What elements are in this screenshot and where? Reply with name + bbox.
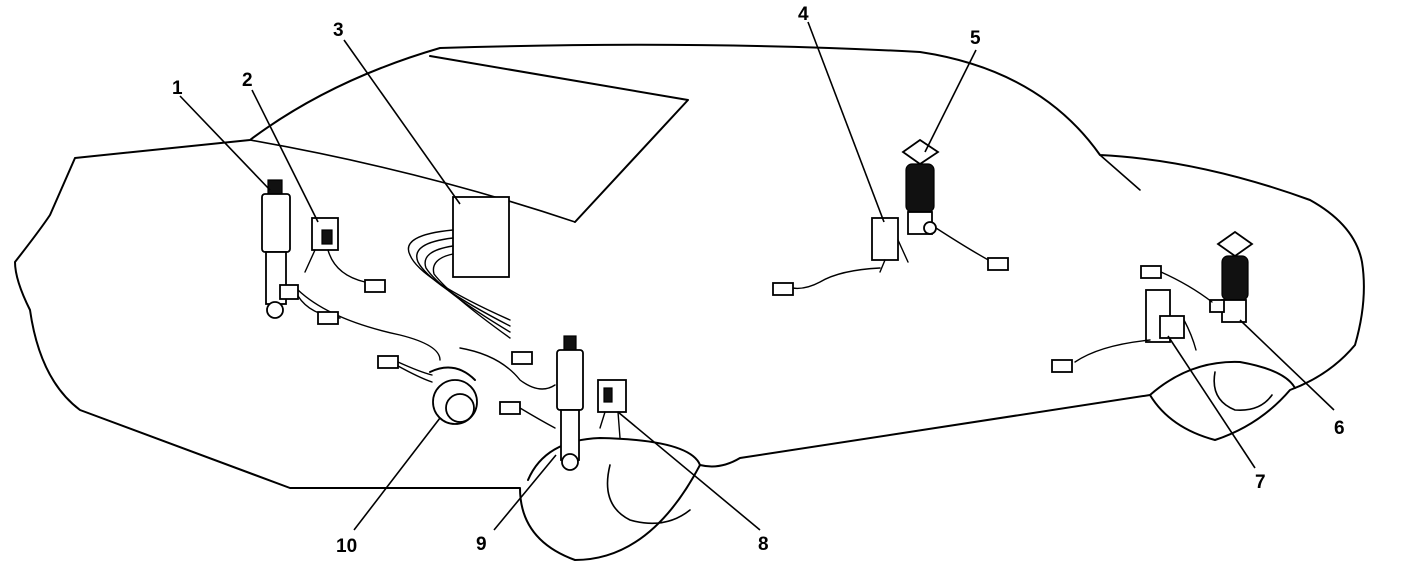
callout-8: 8	[758, 534, 769, 555]
leader-lines	[179, 21, 1335, 531]
connector-10a	[377, 355, 399, 369]
vehicle-body-outline	[14, 43, 1365, 561]
air-compressor	[377, 355, 478, 425]
front-height-sensor	[304, 217, 386, 293]
strut-9-top-mount	[563, 335, 577, 351]
spring-6-fitting	[1209, 299, 1225, 313]
front-harness	[297, 289, 556, 390]
callout-labels: 1 2 3 4 5 6 7 8 9 10	[172, 4, 1345, 557]
rear-deck-line	[1099, 154, 1141, 191]
strut-1-mount-eye	[266, 301, 284, 319]
connector-5a	[987, 257, 1009, 271]
spring-5-bellows	[905, 163, 935, 213]
connector-9b	[499, 401, 521, 415]
callout-6: 6	[1334, 418, 1345, 439]
callout-9: 9	[476, 534, 487, 555]
front-right-height-sensor	[597, 379, 627, 439]
front-wheel-arch	[527, 437, 701, 481]
leader-7	[1167, 335, 1256, 469]
rear-right-height-sensor	[1051, 289, 1197, 373]
leader-2	[251, 89, 319, 223]
front-right-air-strut	[499, 335, 584, 471]
strut-9-lower-body	[560, 409, 580, 461]
front-left-air-strut	[261, 179, 299, 319]
connector-9a	[511, 351, 533, 365]
strut-1-upper-body	[261, 193, 291, 253]
spring-6-top-plate	[1216, 230, 1254, 258]
spring-6-bellows	[1221, 255, 1249, 301]
callout-4: 4	[798, 4, 809, 25]
leader-6	[1239, 319, 1335, 411]
windshield	[429, 55, 689, 223]
hood-line	[249, 139, 576, 223]
leader-1	[179, 95, 271, 191]
strut-1-fitting	[279, 284, 299, 300]
leader-4	[807, 21, 885, 223]
leader-9	[493, 454, 557, 531]
callout-7: 7	[1255, 472, 1266, 493]
strut-9-mount-eye	[561, 453, 579, 471]
callout-1: 1	[172, 78, 183, 99]
leader-8	[617, 411, 761, 531]
rear-wheel-arch	[1149, 360, 1296, 396]
connector-1a	[317, 311, 339, 325]
compressor-10-endcap	[445, 393, 475, 423]
connector-2a	[364, 279, 386, 293]
rear-wheel-inner	[1213, 371, 1273, 412]
front-wheel-inner	[606, 464, 691, 525]
body-silhouette	[14, 43, 1365, 561]
sensor-4-body	[871, 217, 899, 261]
rear-right-air-spring	[1140, 230, 1254, 323]
spring-5-top-plate	[901, 138, 940, 166]
sensor-7-arm	[1159, 315, 1185, 339]
strut-9-upper-body	[556, 349, 584, 411]
module-3-case	[452, 196, 510, 278]
sensor-2-connector	[321, 229, 333, 245]
spring-5-fitting	[923, 221, 937, 235]
connector-7a	[1051, 359, 1073, 373]
callout-3: 3	[333, 20, 344, 41]
rear-left-air-spring	[901, 138, 1009, 271]
leader-3	[343, 39, 461, 205]
callout-5: 5	[970, 28, 981, 49]
control-module	[407, 196, 511, 339]
connector-4a	[772, 282, 794, 296]
rear-left-height-sensor	[772, 217, 909, 296]
sensor-8-connector	[603, 387, 613, 403]
callout-10: 10	[336, 536, 357, 557]
callout-2: 2	[242, 70, 253, 91]
leader-10	[353, 417, 441, 531]
connector-6a	[1140, 265, 1162, 279]
strut-1-top-mount	[267, 179, 283, 195]
leader-5	[924, 49, 977, 153]
spring-6-piston	[1221, 299, 1247, 323]
